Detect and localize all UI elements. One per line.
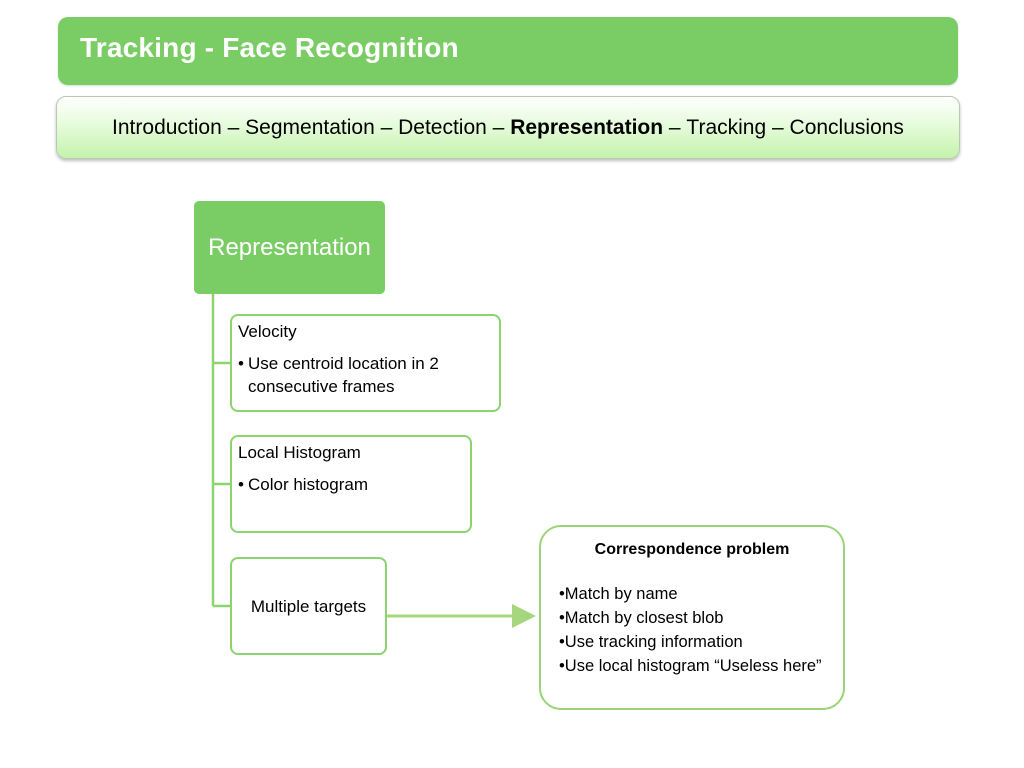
node-local-histogram: Local Histogram • Color histogram bbox=[230, 435, 472, 533]
breadcrumb-item-detection: Detection bbox=[398, 115, 487, 139]
node-velocity-bullet-text: Use centroid location in 2 consecutive f… bbox=[248, 354, 439, 396]
callout-correspondence-problem: Correspondence problem •Match by name •M… bbox=[539, 525, 845, 710]
node-histogram-title: Local Histogram bbox=[238, 443, 361, 462]
node-velocity-title: Velocity bbox=[238, 322, 297, 341]
node-velocity: Velocity • Use centroid location in 2 co… bbox=[230, 314, 501, 412]
bullet-symbol: • bbox=[238, 354, 244, 373]
slide-title: Tracking - Face Recognition bbox=[80, 32, 459, 63]
breadcrumb-item-conclusions: Conclusions bbox=[789, 115, 904, 139]
callout-item: •Match by closest blob bbox=[559, 609, 724, 627]
node-histogram-bullet-text: Color histogram bbox=[248, 475, 368, 494]
callout-title: Correspondence problem bbox=[594, 541, 790, 558]
breadcrumb-separator: – bbox=[221, 115, 246, 139]
node-multiple-title: Multiple targets bbox=[250, 596, 367, 616]
callout-item: •Use local histogram “Useless here” bbox=[559, 657, 822, 675]
breadcrumb-item-representation-active: Representation bbox=[510, 115, 664, 139]
breadcrumb-item-segmentation: Segmentation bbox=[245, 115, 375, 139]
breadcrumb-separator: – bbox=[663, 115, 687, 139]
callout-item: •Match by name bbox=[559, 585, 678, 603]
section-breadcrumb: Introduction – Segmentation – Detection … bbox=[56, 96, 960, 159]
node-histogram-bullet: • Color histogram bbox=[238, 473, 464, 496]
slide-title-bar: Tracking - Face Recognition bbox=[58, 17, 958, 85]
breadcrumb-separator: – bbox=[374, 115, 399, 139]
node-velocity-bullet: • Use centroid location in 2 consecutive… bbox=[238, 352, 493, 398]
node-multiple-targets: Multiple targets bbox=[230, 557, 387, 655]
callout-item: •Use tracking information bbox=[559, 633, 743, 651]
breadcrumb-item-introduction: Introduction bbox=[112, 115, 222, 139]
breadcrumb-separator: – bbox=[766, 115, 790, 139]
breadcrumb-item-tracking: Tracking bbox=[686, 115, 767, 139]
bullet-symbol: • bbox=[238, 475, 244, 494]
breadcrumb-separator: – bbox=[486, 115, 511, 139]
diagram-root-node: Representation bbox=[194, 201, 385, 294]
